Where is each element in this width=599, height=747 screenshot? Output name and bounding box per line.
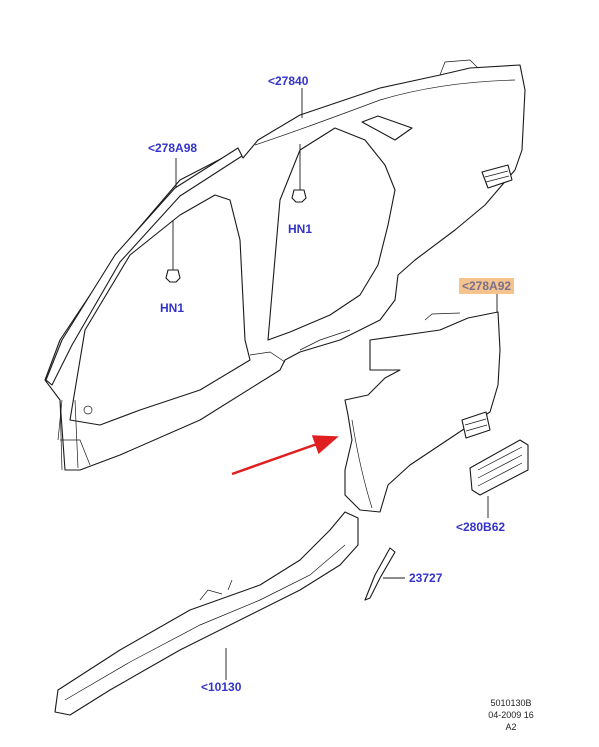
callout-wheel-lip: 23727 (409, 571, 443, 585)
sheet-id: A2 (505, 722, 517, 732)
callout-hn1-upper: HN1 (288, 222, 313, 236)
callout-quarter-panel: <278A92 (459, 278, 515, 294)
callout-a-pillar: <278A98 (148, 141, 198, 155)
callout-fuel-door: <280B62 (456, 520, 506, 534)
callout-roof-rail: <27840 (268, 74, 309, 88)
a-pillar-strip (45, 147, 243, 386)
body-side-panel (44, 59, 526, 471)
hn1-clip-lower (165, 269, 181, 283)
date-code: 04-2009 16 (488, 710, 534, 720)
pointer-arrow (231, 435, 339, 476)
callout-hn1-lower: HN1 (160, 301, 185, 315)
fuel-housing-part (469, 439, 529, 496)
quarter-panel-part (344, 311, 501, 513)
rocker-panel-part (54, 511, 359, 716)
leader-lines (172, 88, 498, 680)
wheel-lip-part (364, 547, 396, 601)
hn1-clip-upper (291, 189, 307, 203)
callout-rocker: <10130 (201, 680, 242, 694)
drawing-number: 5010130B (490, 698, 532, 708)
